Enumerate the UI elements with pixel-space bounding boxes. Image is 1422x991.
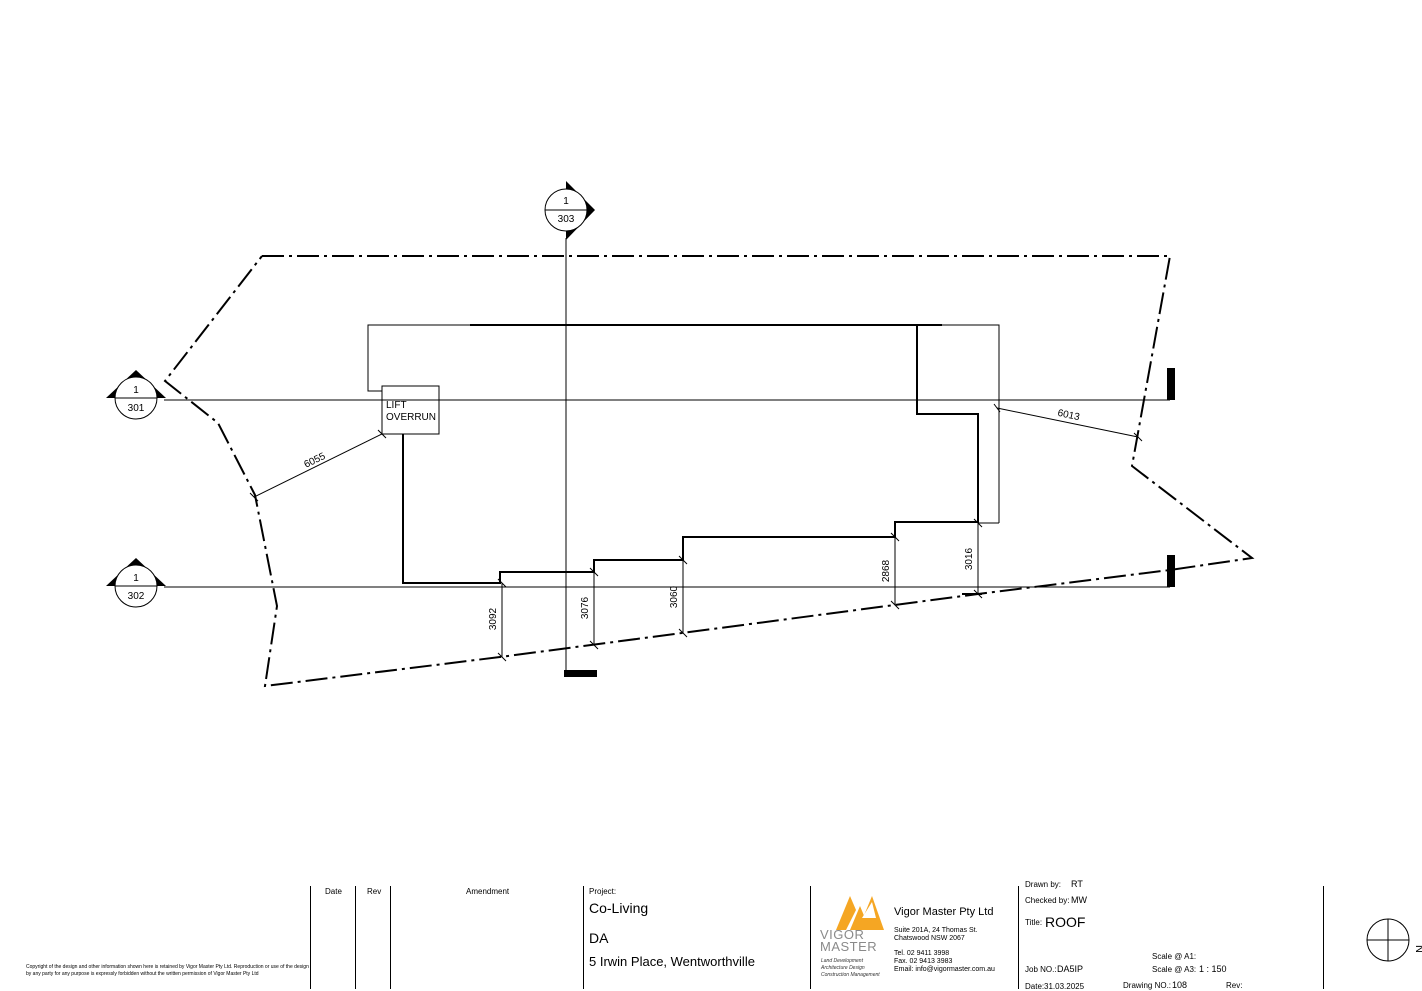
divider-info <box>1323 886 1324 989</box>
title-label: Title: <box>1025 918 1043 927</box>
drawing-title: ROOF <box>1045 914 1086 930</box>
dimension-3092: 3092 <box>488 607 499 630</box>
dimension-6055: 6055 <box>302 451 327 471</box>
divider-date <box>355 886 356 989</box>
lift-overrun-box <box>381 385 440 435</box>
building-outline <box>367 324 1000 584</box>
company-email: Email: info@vigormaster.com.au <box>894 966 995 973</box>
scale-a1-label: Scale @ A1: <box>1152 952 1197 961</box>
marker-302-bottom: 302 <box>128 591 145 602</box>
job-no-label: Job NO.: <box>1025 965 1057 974</box>
dimension-lines <box>249 403 1143 662</box>
lift-label-line1: LIFT <box>386 400 407 411</box>
drawing-no-label: Drawing NO.: <box>1123 981 1172 990</box>
project-name: Co-Living <box>589 900 649 916</box>
section-line-303-end <box>564 670 597 677</box>
dimension-6013: 6013 <box>1056 408 1080 423</box>
marker-303-bottom: 303 <box>558 214 575 225</box>
dimension-2868: 2868 <box>881 559 892 582</box>
company-address-2: Chatswood NSW 2067 <box>894 935 965 942</box>
lift-label-line2: OVERRUN <box>386 412 436 423</box>
project-type: DA <box>589 930 609 946</box>
date-header: Date <box>325 887 342 896</box>
marker-301-top: 1 <box>133 385 139 396</box>
north-arrow-icon <box>1366 918 1410 962</box>
company-address-1: Suite 201A, 24 Thomas St. <box>894 927 978 934</box>
vigor-master-logo-icon <box>836 896 884 930</box>
logo-word-master: MASTER <box>820 939 878 954</box>
section-marker-303 <box>544 181 595 240</box>
divider-company <box>1018 886 1019 989</box>
divider-project <box>810 886 811 989</box>
company-name: Vigor Master Pty Ltd <box>894 906 994 918</box>
checked-by-label: Checked by: <box>1025 896 1070 905</box>
company-fax: Fax. 02 9413 3983 <box>894 958 953 965</box>
north-label: N <box>1413 945 1422 953</box>
copyright-notice: Copyright of the design and other inform… <box>26 964 309 977</box>
rev-header: Rev <box>367 887 382 896</box>
project-label: Project: <box>589 887 617 896</box>
drawn-by-label: Drawn by: <box>1025 880 1062 889</box>
drawing-no-value: 108 <box>1172 980 1188 990</box>
scale-a3-value: 1 : 150 <box>1199 964 1227 974</box>
drawn-by-value: RT <box>1071 879 1083 889</box>
divider-amendment <box>583 886 584 989</box>
checked-by-value: MW <box>1071 895 1087 905</box>
section-marker-302 <box>106 558 166 608</box>
marker-302-top: 1 <box>133 573 139 584</box>
section-line-302-end <box>1167 555 1175 587</box>
dimension-3016: 3016 <box>964 547 975 570</box>
project-address: 5 Irwin Place, Wentworthville <box>589 954 755 969</box>
job-no-value: DA5IP <box>1057 964 1084 974</box>
amendment-header: Amendment <box>466 887 510 896</box>
scale-a3-label: Scale @ A3: <box>1152 965 1197 974</box>
date-label: Date: <box>1025 982 1045 991</box>
dimension-3076: 3076 <box>580 596 591 619</box>
rev-label: Rev: <box>1226 981 1243 990</box>
logo-tagline-3: Construction Management <box>821 972 880 978</box>
divider-rev <box>390 886 391 989</box>
marker-303-top: 1 <box>563 196 569 207</box>
logo-word-vigor: VIGOR <box>820 927 865 942</box>
dimension-3060: 3060 <box>669 585 680 608</box>
site-boundary <box>163 255 1255 688</box>
date-value: 31.03.2025 <box>1044 982 1085 991</box>
section-line-301-end <box>1167 368 1175 400</box>
logo-tagline-2: Architecture Design <box>821 965 865 971</box>
section-marker-301 <box>106 370 166 420</box>
company-tel: Tel. 02 9411 3998 <box>894 950 950 957</box>
logo-tagline-1: Land Development <box>821 958 863 964</box>
marker-301-bottom: 301 <box>128 403 145 414</box>
divider-copyright <box>310 886 311 989</box>
